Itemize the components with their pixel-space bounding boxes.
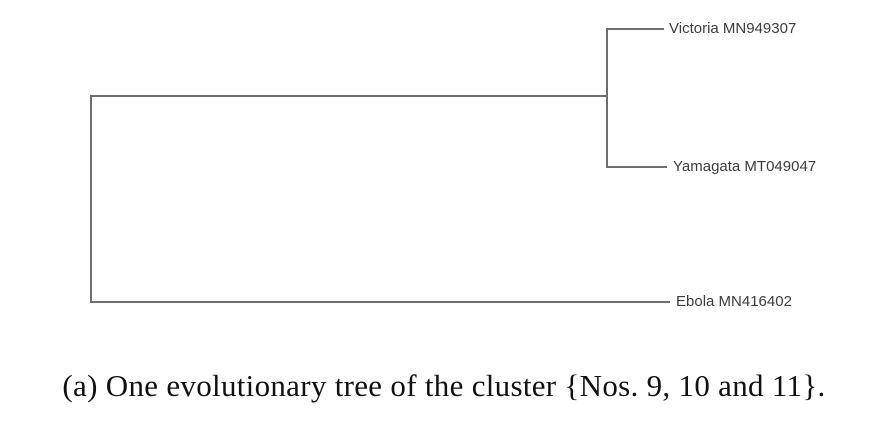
root-horizontal-line [90, 95, 607, 97]
taxon-label-victoria: Victoria MN949307 [669, 20, 797, 37]
victoria-branch-line [606, 28, 664, 30]
taxon-label-yamagata: Yamagata MT049047 [673, 158, 817, 175]
tree-canvas: Victoria MN949307 Yamagata MT049047 Ebol… [90, 20, 817, 310]
figure-caption: (a) One evolutionary tree of the cluster… [62, 368, 826, 403]
ebola-branch-line [90, 301, 670, 303]
inner-vertical-line [606, 28, 608, 168]
yamagata-branch-line [606, 166, 667, 168]
root-vertical-line [90, 95, 92, 303]
taxon-label-ebola: Ebola MN416402 [676, 293, 792, 310]
